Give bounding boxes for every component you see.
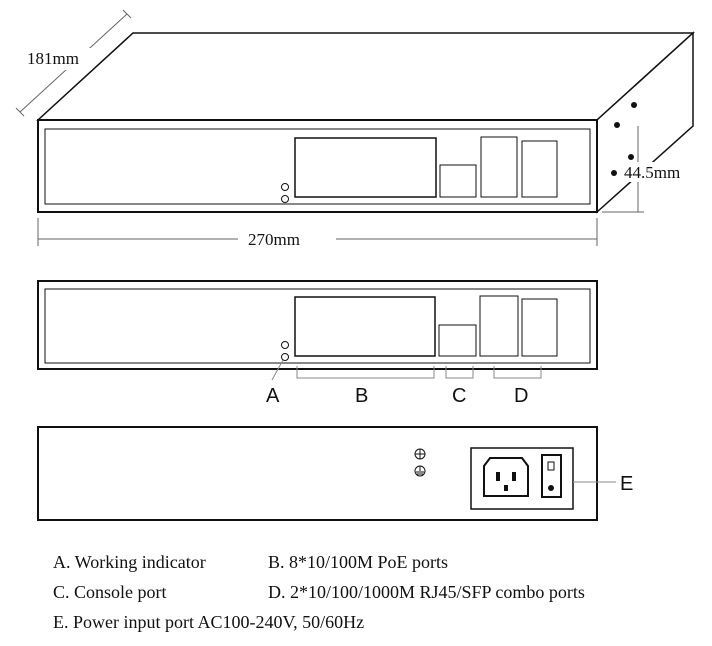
callout-d: D <box>514 385 528 407</box>
callout-a: A <box>266 385 280 407</box>
rear-panel-outline <box>37 426 598 521</box>
ac-socket-pins <box>496 472 516 491</box>
front-console-port <box>438 324 477 357</box>
front-panel-recess <box>44 128 591 205</box>
protective-earth-icon <box>414 465 426 477</box>
width-dimension <box>37 218 598 246</box>
console-port <box>439 164 477 198</box>
front-indicator-led-1 <box>281 341 289 349</box>
callout-b: B <box>355 385 368 407</box>
poe-ports-block <box>294 137 437 198</box>
isometric-view <box>36 31 695 214</box>
height-label: 44.5mm <box>624 163 680 182</box>
front-panel-view <box>37 280 598 370</box>
legend-item-d: D. 2*10/100/1000M RJ45/SFP combo ports <box>268 582 585 602</box>
callout-leaders <box>271 359 542 381</box>
front-panel-inner <box>44 288 591 364</box>
power-switch-on-mark <box>547 461 555 471</box>
ground-icon <box>414 448 426 460</box>
legend-item-a: A. Working indicator <box>53 552 206 572</box>
legend-item-e: E. Power input port AC100-240V, 50/60Hz <box>53 612 365 632</box>
front-combo-port-1 <box>479 295 519 357</box>
combo-port-1 <box>480 136 518 198</box>
device-top-face <box>36 32 695 121</box>
rear-panel-view <box>37 426 598 521</box>
device-front-face <box>37 119 598 213</box>
legend-item-c: C. Console port <box>53 582 167 602</box>
power-module <box>470 447 574 510</box>
combo-port-2 <box>521 140 558 198</box>
depth-label: 181mm <box>27 49 79 68</box>
indicator-led-2 <box>281 195 289 203</box>
callout-c: C <box>452 385 466 407</box>
front-poe-ports-block <box>294 296 436 357</box>
width-label: 270mm <box>248 230 300 249</box>
front-panel-outline <box>37 280 598 370</box>
callout-e: E <box>620 473 633 495</box>
side-screws <box>611 102 637 176</box>
indicator-led-1 <box>281 183 289 191</box>
power-switch <box>541 454 562 498</box>
front-combo-port-2 <box>521 298 558 357</box>
ac-socket <box>483 457 529 497</box>
front-indicator-led-2 <box>281 353 289 361</box>
legend-item-b: B. 8*10/100M PoE ports <box>268 552 449 572</box>
power-switch-off-mark <box>548 485 554 491</box>
